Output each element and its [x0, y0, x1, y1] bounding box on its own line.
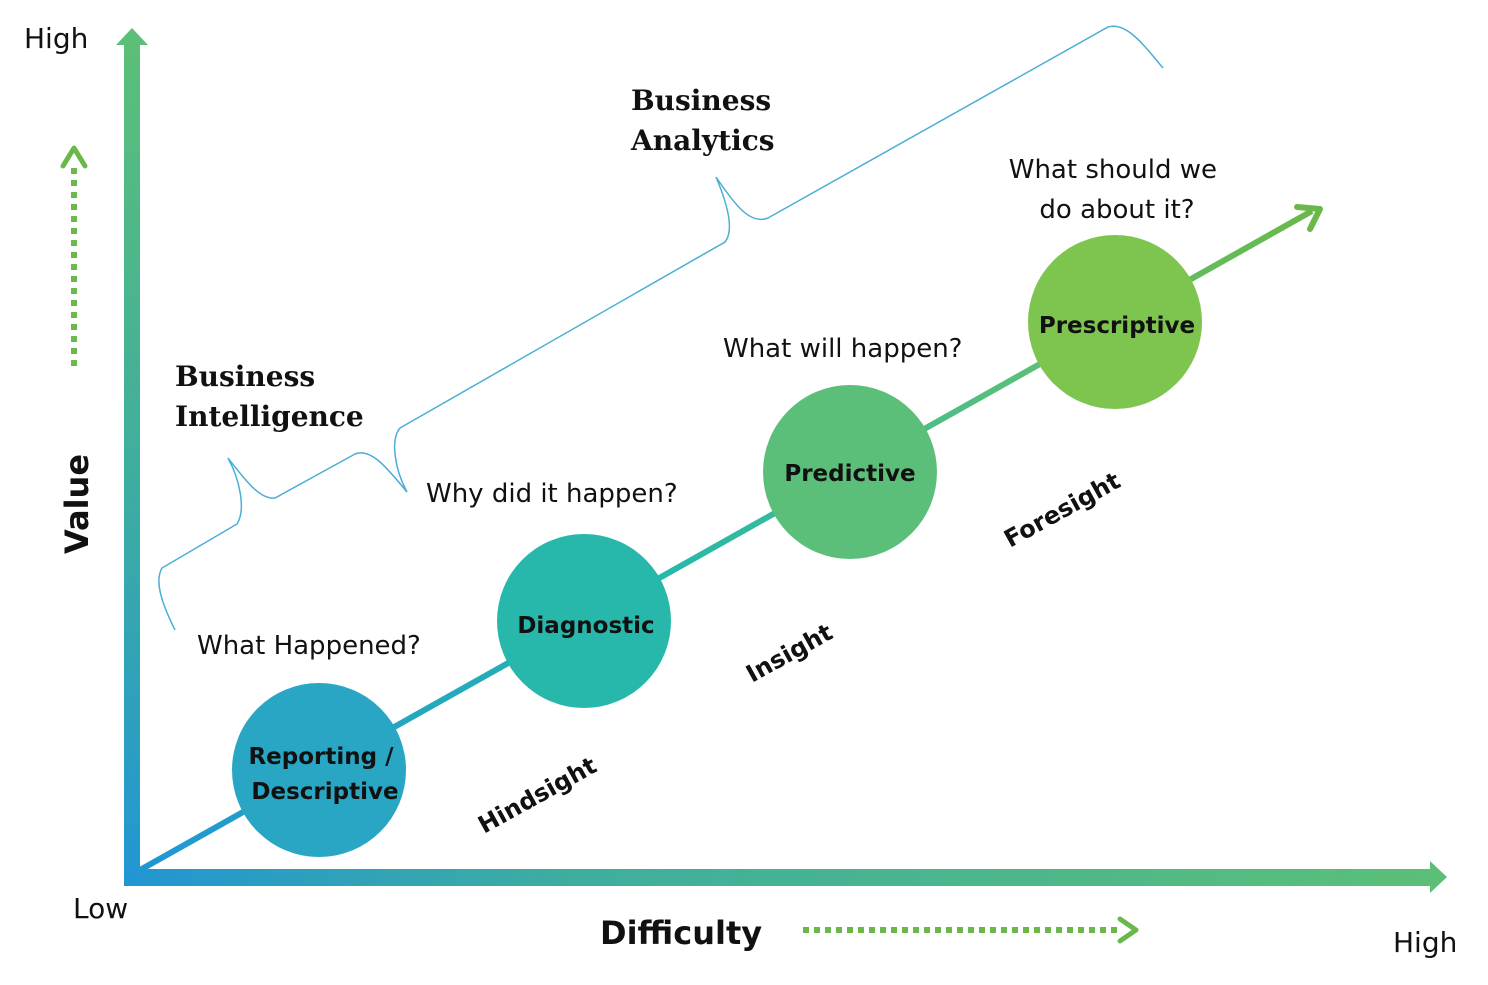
- group-business-intelligence: Business Intelligence: [175, 360, 364, 433]
- x-axis: [124, 861, 1447, 893]
- stage-circle: [497, 534, 671, 708]
- y-high-label: High: [24, 22, 88, 55]
- y-axis-arrowhead: [116, 28, 148, 45]
- phase-hindsight: Hindsight: [473, 751, 601, 839]
- stage-circle: [232, 683, 406, 857]
- stage-label: Diagnostic: [517, 613, 654, 639]
- progression-arrowhead: [1294, 204, 1323, 232]
- question-prescriptive: What should we do about it?: [1009, 155, 1226, 225]
- stage-diagnostic: Diagnostic: [497, 534, 671, 708]
- stage-label-line: Descriptive: [251, 779, 398, 805]
- phase-foresight: Foresight: [999, 467, 1125, 554]
- stage-label: Prescriptive: [1039, 313, 1195, 339]
- question-diagnostic: Why did it happen?: [426, 479, 678, 509]
- y-axis-title: Value: [58, 454, 96, 554]
- question-predictive: What will happen?: [723, 334, 962, 364]
- stage-label: Predictive: [784, 461, 915, 487]
- svg-text:Reporting / Descriptive: Reporting / Descriptive: [248, 744, 401, 805]
- stage-label-line: Reporting /: [248, 744, 394, 770]
- y-axis: [116, 28, 148, 886]
- x-axis-title: Difficulty: [600, 914, 762, 952]
- phase-insight: Insight: [741, 618, 837, 688]
- origin-low-label: Low: [73, 892, 128, 925]
- stage-prescriptive: Prescriptive: [1028, 235, 1202, 409]
- stage-circle: [763, 385, 937, 559]
- x-high-label: High: [1393, 926, 1457, 959]
- stage-predictive: Predictive: [763, 385, 937, 559]
- group-business-analytics: Business Analytics: [630, 84, 781, 157]
- stage-descriptive: Reporting / Descriptive: [232, 683, 406, 857]
- business-intelligence-brace: [158, 427, 408, 631]
- x-axis-arrowhead: [1430, 861, 1447, 893]
- stage-circle: [1028, 235, 1202, 409]
- value-increase-arrow: [60, 145, 88, 366]
- business-analytics-brace: [399, 25, 1164, 429]
- difficulty-increase-arrow: [803, 916, 1139, 944]
- question-descriptive: What Happened?: [197, 631, 421, 661]
